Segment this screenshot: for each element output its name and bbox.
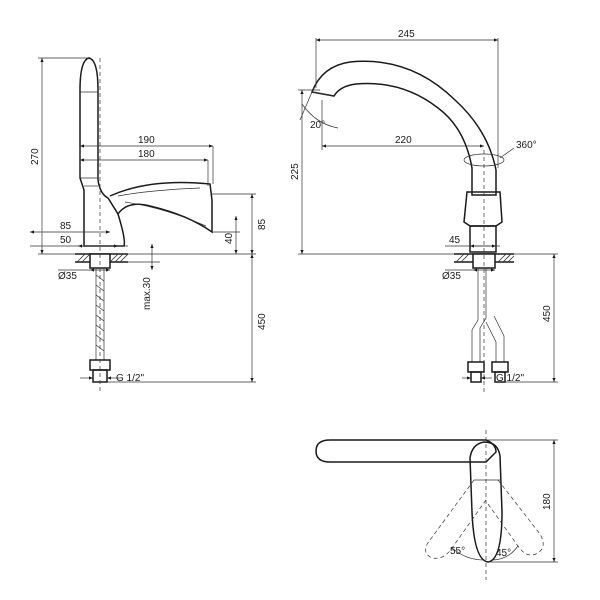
dim-450-side: 450 [257, 313, 268, 330]
side-hose [95, 268, 105, 360]
front-fitting-left [467, 361, 485, 373]
top-view: 55° 45° 180 [315, 430, 558, 580]
dim-220: 220 [395, 135, 412, 146]
front-spout [310, 60, 497, 196]
front-handle [463, 191, 503, 227]
dim-180: 180 [138, 149, 155, 160]
side-counter-hatch [76, 253, 129, 263]
front-hose-right [485, 315, 505, 362]
dim-dia-35-front: Ø35 [442, 271, 461, 282]
dim-225: 225 [290, 163, 301, 180]
dim-190: 190 [138, 135, 155, 146]
dim-85-left: 85 [60, 221, 72, 232]
front-fitting-right [491, 361, 509, 373]
dim-angle-55: 55° [450, 546, 465, 557]
dim-50: 50 [60, 235, 72, 246]
front-hose-left [471, 268, 487, 362]
side-spout-lower [124, 201, 207, 227]
dim-dia-35: Ø35 [58, 271, 77, 282]
dim-angle-20: 20° [310, 120, 325, 131]
top-handle-rotated-left [425, 479, 487, 559]
top-handle-rotated-right [487, 479, 544, 556]
dim-angle-45: 45° [496, 548, 511, 559]
side-view: 270 190 180 85 50 85 40 Ø35 max.30 [30, 57, 268, 392]
front-spout-tip [311, 91, 335, 97]
front-mount-nut [472, 253, 496, 269]
top-angle-arc-left [451, 547, 485, 561]
dim-450-front: 450 [542, 305, 553, 322]
dim-45: 45 [449, 235, 461, 246]
top-angle-arc-right [491, 545, 519, 561]
dim-max-30: max.30 [142, 277, 153, 310]
front-angle-arc [301, 103, 339, 129]
front-body [469, 225, 497, 253]
side-faucet-body [79, 57, 126, 247]
dim-180-top: 180 [542, 493, 553, 510]
front-counter-hatch [455, 253, 515, 263]
dim-40: 40 [224, 232, 235, 244]
dim-270: 270 [30, 148, 41, 165]
front-thread-left [470, 371, 482, 383]
dim-85-right: 85 [257, 218, 268, 230]
side-spout [109, 181, 213, 234]
top-handle [469, 441, 503, 563]
dim-rotation-360: 360° [516, 140, 537, 151]
top-spout [315, 439, 497, 463]
side-spout-edge [117, 187, 201, 197]
dim-245: 245 [398, 29, 415, 40]
thread-label-side: G 1/2" [116, 373, 144, 384]
thread-label-front: G 1/2" [496, 373, 524, 384]
front-thread-right [494, 371, 506, 383]
front-view: 245 220 20° 360° 225 45 Ø35 450 G 1 [290, 29, 558, 392]
